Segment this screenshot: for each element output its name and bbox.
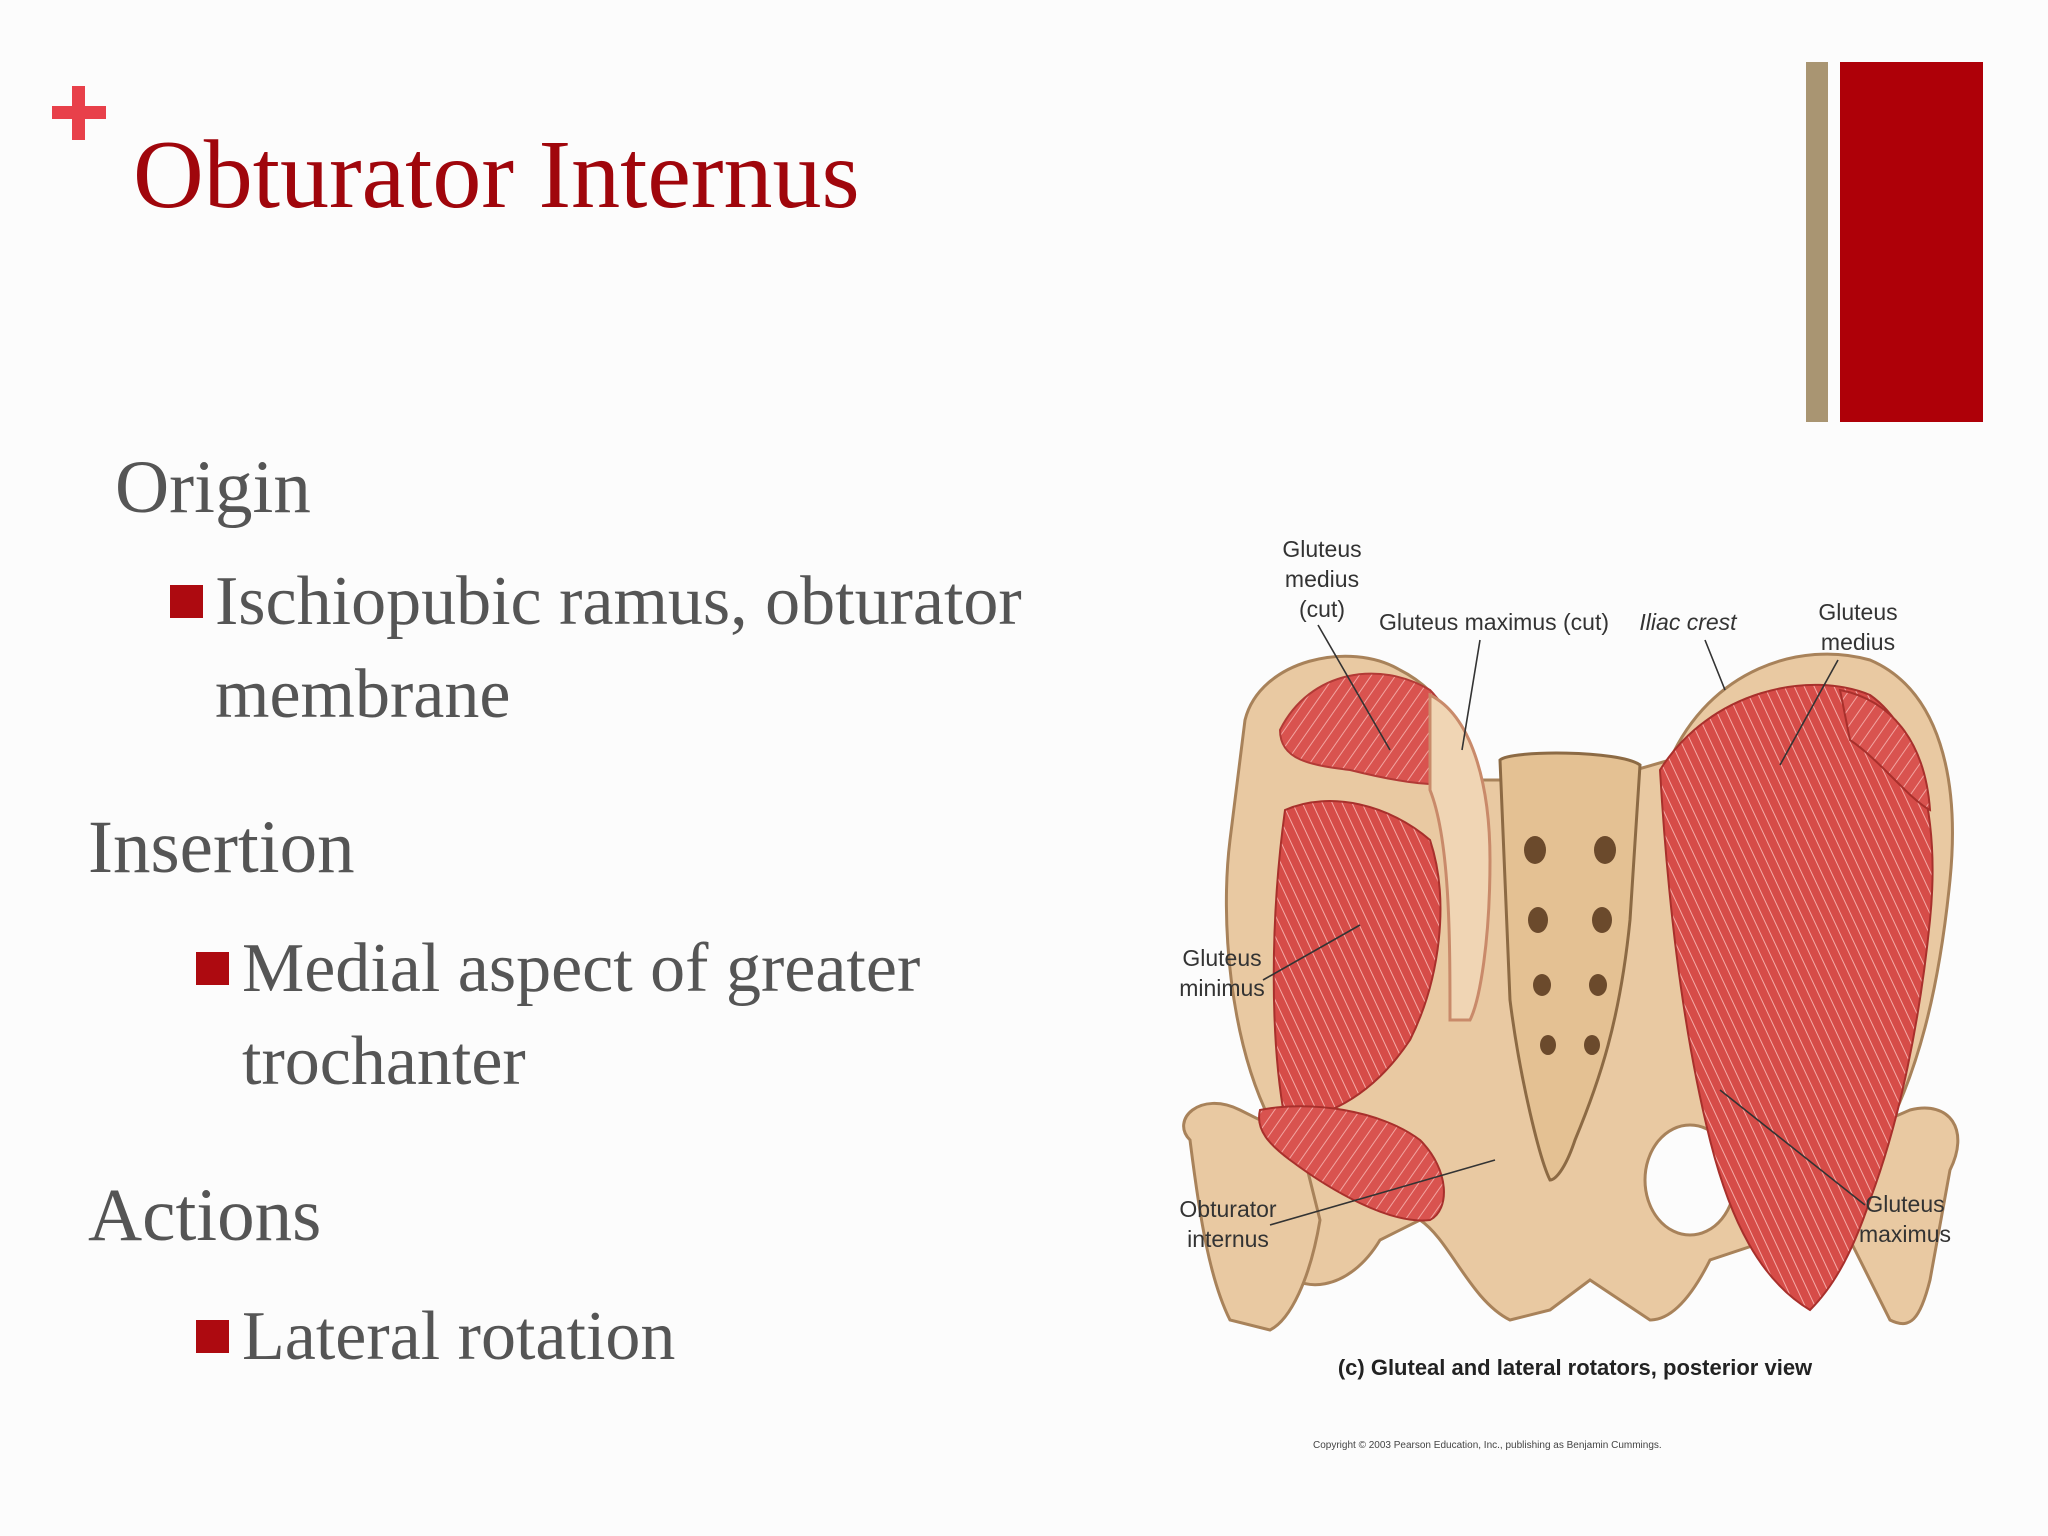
leader-line [1317, 624, 1391, 751]
slide-title: Obturator Internus [133, 121, 860, 229]
figure-copyright: Copyright © 2003 Pearson Education, Inc.… [1313, 1440, 1662, 1451]
gluteus-medius-muscle [1838, 688, 1932, 812]
label-gluteus-minimus-1: Gluteus [1182, 945, 1261, 971]
section-heading-origin: Origin [115, 446, 311, 529]
plus-icon [52, 86, 106, 140]
origin-line-2: membrane [215, 656, 511, 733]
decorative-red-bar [1840, 62, 1983, 422]
leader-line [1719, 1089, 1866, 1206]
section-heading-actions: Actions [88, 1174, 322, 1257]
gluteal-muscles-illustration: Gluteus medius (cut) Gluteus maximus (cu… [1150, 520, 2000, 1470]
label-iliac-crest: Iliac crest [1639, 609, 1738, 635]
gluteus-maximus-cut-muscle [1428, 692, 1492, 1022]
leader-line [1269, 1159, 1496, 1226]
label-gluteus-maximus-cut: Gluteus maximus (cut) [1379, 609, 1609, 635]
bullet-square-icon [196, 1320, 229, 1353]
label-gluteus-medius-2: medius [1821, 629, 1895, 655]
label-gluteus-maximus-2: maximus [1859, 1221, 1951, 1247]
leader-line [1262, 924, 1361, 981]
bullet-square-icon [196, 952, 229, 985]
insertion-line-2: trochanter [242, 1023, 526, 1100]
label-gluteus-medius-cut-3: (cut) [1299, 596, 1345, 622]
label-gluteus-maximus-1: Gluteus [1865, 1191, 1944, 1217]
leader-line [1779, 659, 1839, 766]
section-heading-insertion: Insertion [88, 806, 355, 889]
label-obturator-internus-2: internus [1187, 1226, 1269, 1252]
pelvis-diagram: Gluteus medius (cut) Gluteus maximus (cu… [1179, 536, 1960, 1451]
decorative-tan-bar [1806, 62, 1828, 422]
figure-caption: (c) Gluteal and lateral rotators, poster… [1338, 1355, 1813, 1380]
label-gluteus-medius-1: Gluteus [1818, 599, 1897, 625]
label-gluteus-minimus-2: minimus [1179, 975, 1265, 1001]
leader-line [1704, 639, 1726, 691]
gluteus-minimus-muscle [1272, 800, 1442, 1122]
obturator-internus-muscle [1258, 1105, 1445, 1222]
insertion-line-1: Medial aspect of greater [242, 930, 921, 1007]
origin-line-1: Ischiopubic ramus, obturator [215, 563, 1022, 640]
label-gluteus-medius-cut-1: Gluteus [1282, 536, 1361, 562]
label-obturator-internus-1: Obturator [1179, 1196, 1276, 1222]
bullet-square-icon [170, 585, 203, 618]
leader-line [1461, 639, 1481, 751]
label-gluteus-medius-cut-2: medius [1285, 566, 1359, 592]
actions-line-1: Lateral rotation [242, 1298, 676, 1375]
gluteus-maximus-muscle [1658, 684, 1934, 1312]
